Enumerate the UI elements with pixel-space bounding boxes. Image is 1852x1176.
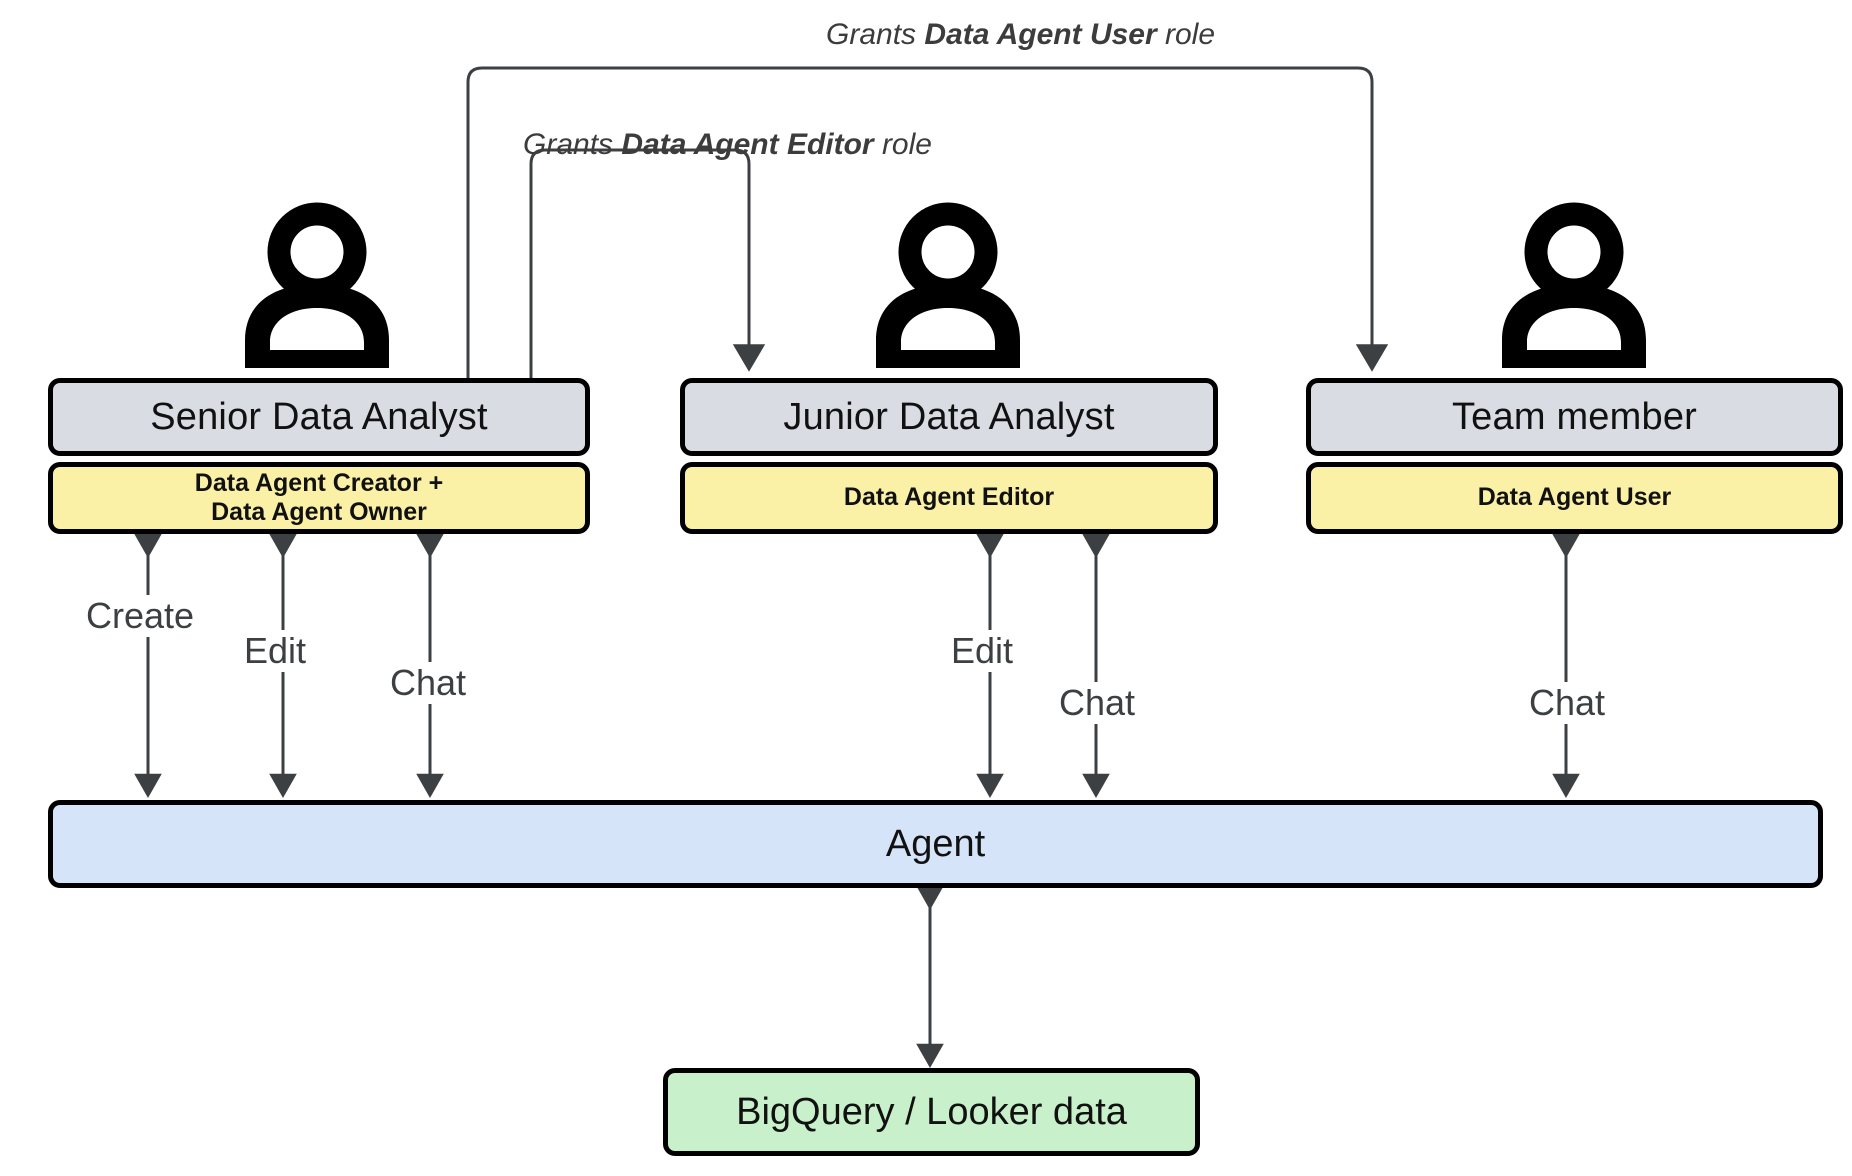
edge-label-junior-chat: Chat <box>1053 682 1142 724</box>
person-icon <box>245 202 389 368</box>
badge-line-1: Data Agent Creator + <box>194 468 444 497</box>
connector-grants-user <box>466 66 1389 378</box>
persona-title-senior[interactable]: Senior Data Analyst <box>48 378 590 456</box>
edge-label-team-chat: Chat <box>1523 682 1612 724</box>
agent-label: Agent <box>885 822 986 865</box>
connector-grants-editor <box>529 148 766 378</box>
badge-line-2: Data Agent Owner <box>211 498 427 526</box>
badge-line-1: Data Agent Editor <box>843 483 1055 512</box>
persona-badge-team[interactable]: Data Agent User <box>1306 462 1843 534</box>
agent-node[interactable]: Agent <box>48 800 1823 888</box>
persona-badge-senior[interactable]: Data Agent Creator + Data Agent Owner <box>48 462 590 534</box>
persona-title-junior[interactable]: Junior Data Analyst <box>680 378 1218 456</box>
edge-label-senior-edit: Edit <box>238 630 313 672</box>
persona-title-label: Team member <box>1451 395 1698 438</box>
badge-line-1: Data Agent User <box>1477 483 1672 512</box>
person-icon <box>1502 202 1646 368</box>
person-icon <box>876 202 1020 368</box>
edge-label-senior-create: Create <box>80 595 201 637</box>
datasource-node[interactable]: BigQuery / Looker data <box>663 1068 1200 1156</box>
connector-label-grants-editor: Grants Data Agent Editor role <box>523 128 932 161</box>
persona-badge-junior[interactable]: Data Agent Editor <box>680 462 1218 534</box>
persona-title-team[interactable]: Team member <box>1306 378 1843 456</box>
datasource-label: BigQuery / Looker data <box>736 1090 1127 1133</box>
connector-label-grants-user: Grants Data Agent User role <box>826 18 1216 51</box>
edge-label-junior-edit: Edit <box>945 630 1020 672</box>
edge-label-senior-chat: Chat <box>384 662 473 704</box>
persona-title-label: Junior Data Analyst <box>783 395 1115 438</box>
persona-title-label: Senior Data Analyst <box>150 395 488 438</box>
